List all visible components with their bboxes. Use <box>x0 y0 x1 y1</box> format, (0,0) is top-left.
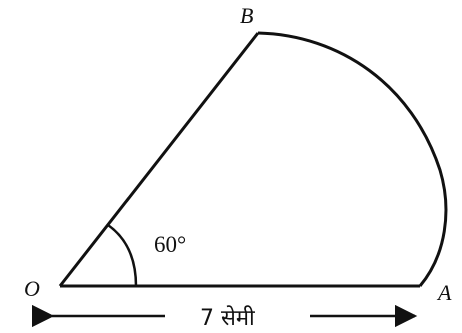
angle-arc <box>107 223 138 287</box>
point-label-a: A <box>436 280 452 305</box>
radius-label: 7 सेमी <box>200 305 255 331</box>
radius-ob <box>58 32 260 287</box>
arc-ab <box>257 31 448 287</box>
angle-label: 60° <box>154 232 186 257</box>
point-label-b: B <box>240 3 253 28</box>
point-label-o: O <box>24 276 40 301</box>
